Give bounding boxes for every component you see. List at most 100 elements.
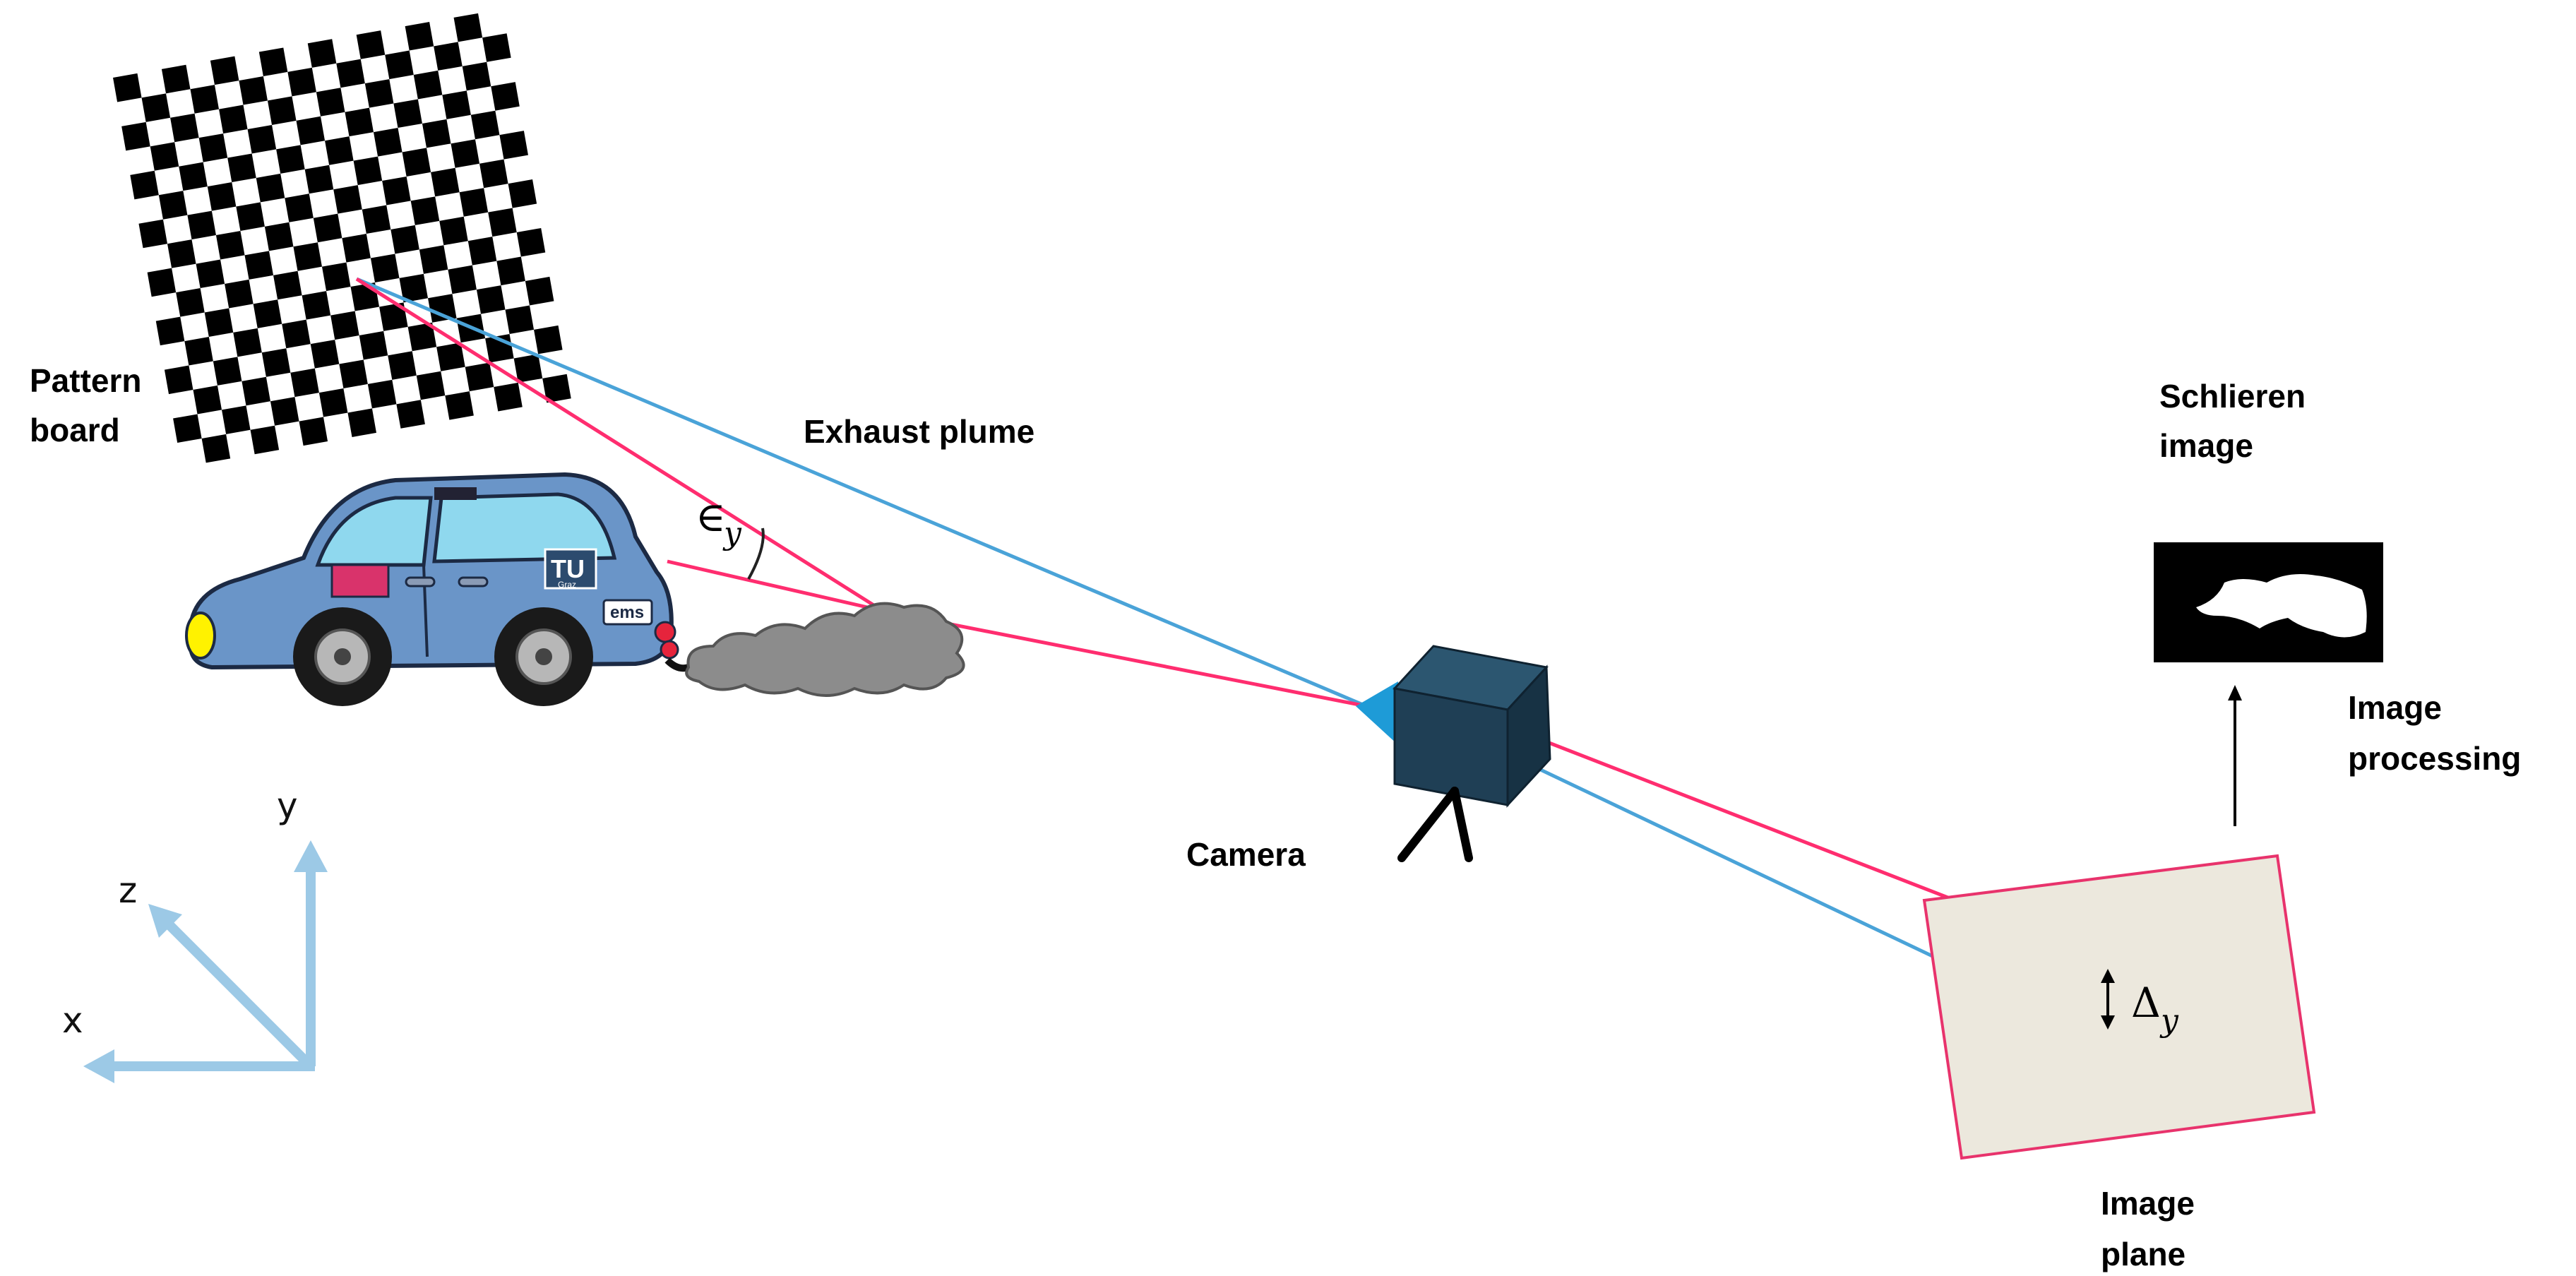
y-axis-label: y (277, 785, 298, 826)
checker-square (373, 128, 402, 157)
checker-square (213, 357, 242, 386)
checker-square (364, 79, 394, 108)
camera-tripod-leg-left (1397, 787, 1459, 862)
checker-square (264, 222, 294, 251)
checker-square (225, 279, 254, 309)
checker-square (313, 213, 342, 243)
checker-square (379, 302, 408, 331)
checker-square (296, 116, 326, 145)
checker-square (244, 251, 274, 280)
checker-square (488, 208, 517, 237)
schlieren-image-label-line1: Schlieren (2159, 378, 2306, 415)
checker-square (367, 379, 397, 409)
schlieren-plume-shape (2196, 573, 2367, 638)
pattern-board (113, 13, 571, 463)
checker-square (201, 434, 231, 463)
checker-square (499, 131, 528, 160)
checker-square (155, 316, 185, 346)
checker-square (310, 340, 340, 369)
checker-square (270, 397, 299, 426)
tu-graz-text: TU (551, 554, 585, 583)
checker-square (293, 242, 322, 271)
checker-square (173, 414, 202, 443)
camera-front-face (1393, 687, 1509, 806)
checker-square (508, 179, 537, 208)
camera-label: Camera (1186, 836, 1306, 873)
car: TU Graz ems (185, 472, 690, 706)
checker-square (273, 270, 302, 300)
checker-square (382, 176, 411, 205)
checker-square (321, 262, 351, 292)
checker-square (516, 227, 546, 257)
checker-square (451, 139, 480, 168)
checker-square (396, 400, 425, 429)
pattern-board-label-line1: Pattern (30, 362, 141, 399)
checker-square (318, 388, 348, 417)
checker-square (215, 230, 245, 260)
checker-square (253, 299, 282, 328)
checker-square (359, 330, 388, 360)
exhaust-plume-smoke (685, 602, 965, 697)
tu-graz-subtext: Graz (558, 580, 576, 590)
camera-side-face (1506, 664, 1551, 808)
checker-square (462, 61, 491, 91)
checker-square (393, 99, 422, 129)
checker-square (164, 365, 193, 395)
checker-square (236, 202, 265, 231)
checker-square (250, 425, 280, 455)
camera-lens (1356, 681, 1398, 745)
checker-square (442, 90, 471, 119)
ems-sticker-text: ems (610, 603, 644, 622)
checker-square (325, 136, 354, 165)
checker-square (491, 82, 520, 111)
checker-square (410, 196, 440, 225)
checker-square (407, 322, 437, 352)
checker-square (534, 325, 563, 354)
checker-square (336, 59, 365, 88)
checker-square (179, 162, 208, 191)
car-headlight (185, 612, 216, 660)
checker-square (542, 374, 571, 403)
checker-square (150, 142, 179, 171)
checker-square (413, 70, 443, 100)
car-taillight-2 (660, 640, 679, 660)
car-door-handle-rear (458, 576, 489, 588)
checker-square (333, 185, 362, 214)
deflected-ray-board-to-plume (355, 277, 884, 613)
checker-square (388, 351, 417, 380)
checker-square (476, 285, 506, 314)
camera-tripod-leg-right (1450, 787, 1473, 862)
checker-square (193, 385, 222, 415)
checker-square (445, 391, 474, 420)
exhaust-plume-label: Exhaust plume (804, 413, 1034, 450)
car-taillight (654, 621, 676, 643)
checker-square (256, 173, 285, 203)
deflected-ray-extension (667, 559, 883, 613)
checker-square (233, 328, 262, 357)
checker-square (304, 165, 334, 194)
z-axis-line (166, 922, 314, 1070)
checker-square (470, 110, 500, 140)
ems-sticker (602, 599, 653, 626)
checker-square (385, 50, 414, 80)
checker-square (196, 259, 225, 289)
checker-square (204, 308, 234, 337)
checker-square (147, 268, 177, 297)
reference-ray-board-to-camera (356, 277, 1367, 708)
checker-square (285, 193, 314, 222)
image-processing-label-line2: processing (2348, 740, 2521, 777)
checker-square (347, 408, 376, 437)
checker-square (339, 359, 368, 389)
checker-square (290, 368, 319, 398)
schlieren-image (2154, 542, 2383, 662)
schlieren-image-label-line2: image (2159, 427, 2253, 464)
z-axis-arrowhead (148, 904, 182, 938)
checker-square (494, 382, 523, 412)
z-axis-label: z (119, 870, 137, 911)
deflection-angle-arc (747, 527, 765, 580)
checker-square (190, 85, 220, 114)
car-logo-decal (330, 564, 390, 598)
checker-square (282, 319, 311, 349)
checker-square (239, 76, 268, 105)
